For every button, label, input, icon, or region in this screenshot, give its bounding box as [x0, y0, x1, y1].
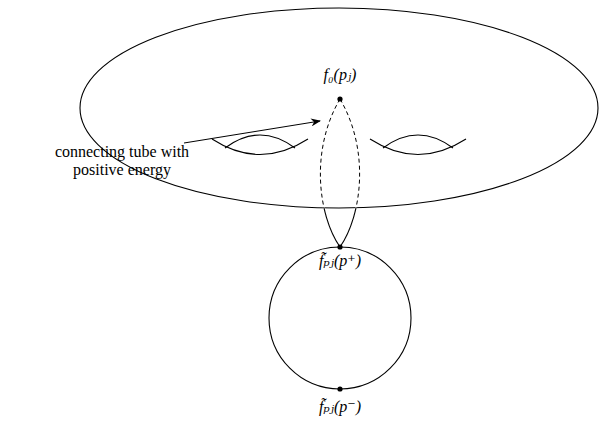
connecting-tube: [320, 99, 359, 247]
hole-upper: [383, 135, 453, 148]
callout-text: connecting tube with positive energy: [37, 143, 207, 180]
point-dot: [337, 244, 342, 249]
point-dot: [337, 96, 342, 101]
point-label: f₀(pⱼ): [324, 66, 357, 84]
hole-upper: [225, 135, 295, 148]
point-dot: [337, 386, 342, 391]
point-label: f̃ₚⱼ(p⁻): [319, 398, 361, 416]
sphere-outline: [269, 247, 411, 389]
leader-arrow: [184, 121, 320, 143]
point-label: f̃ₚⱼ(p⁺): [319, 252, 361, 270]
